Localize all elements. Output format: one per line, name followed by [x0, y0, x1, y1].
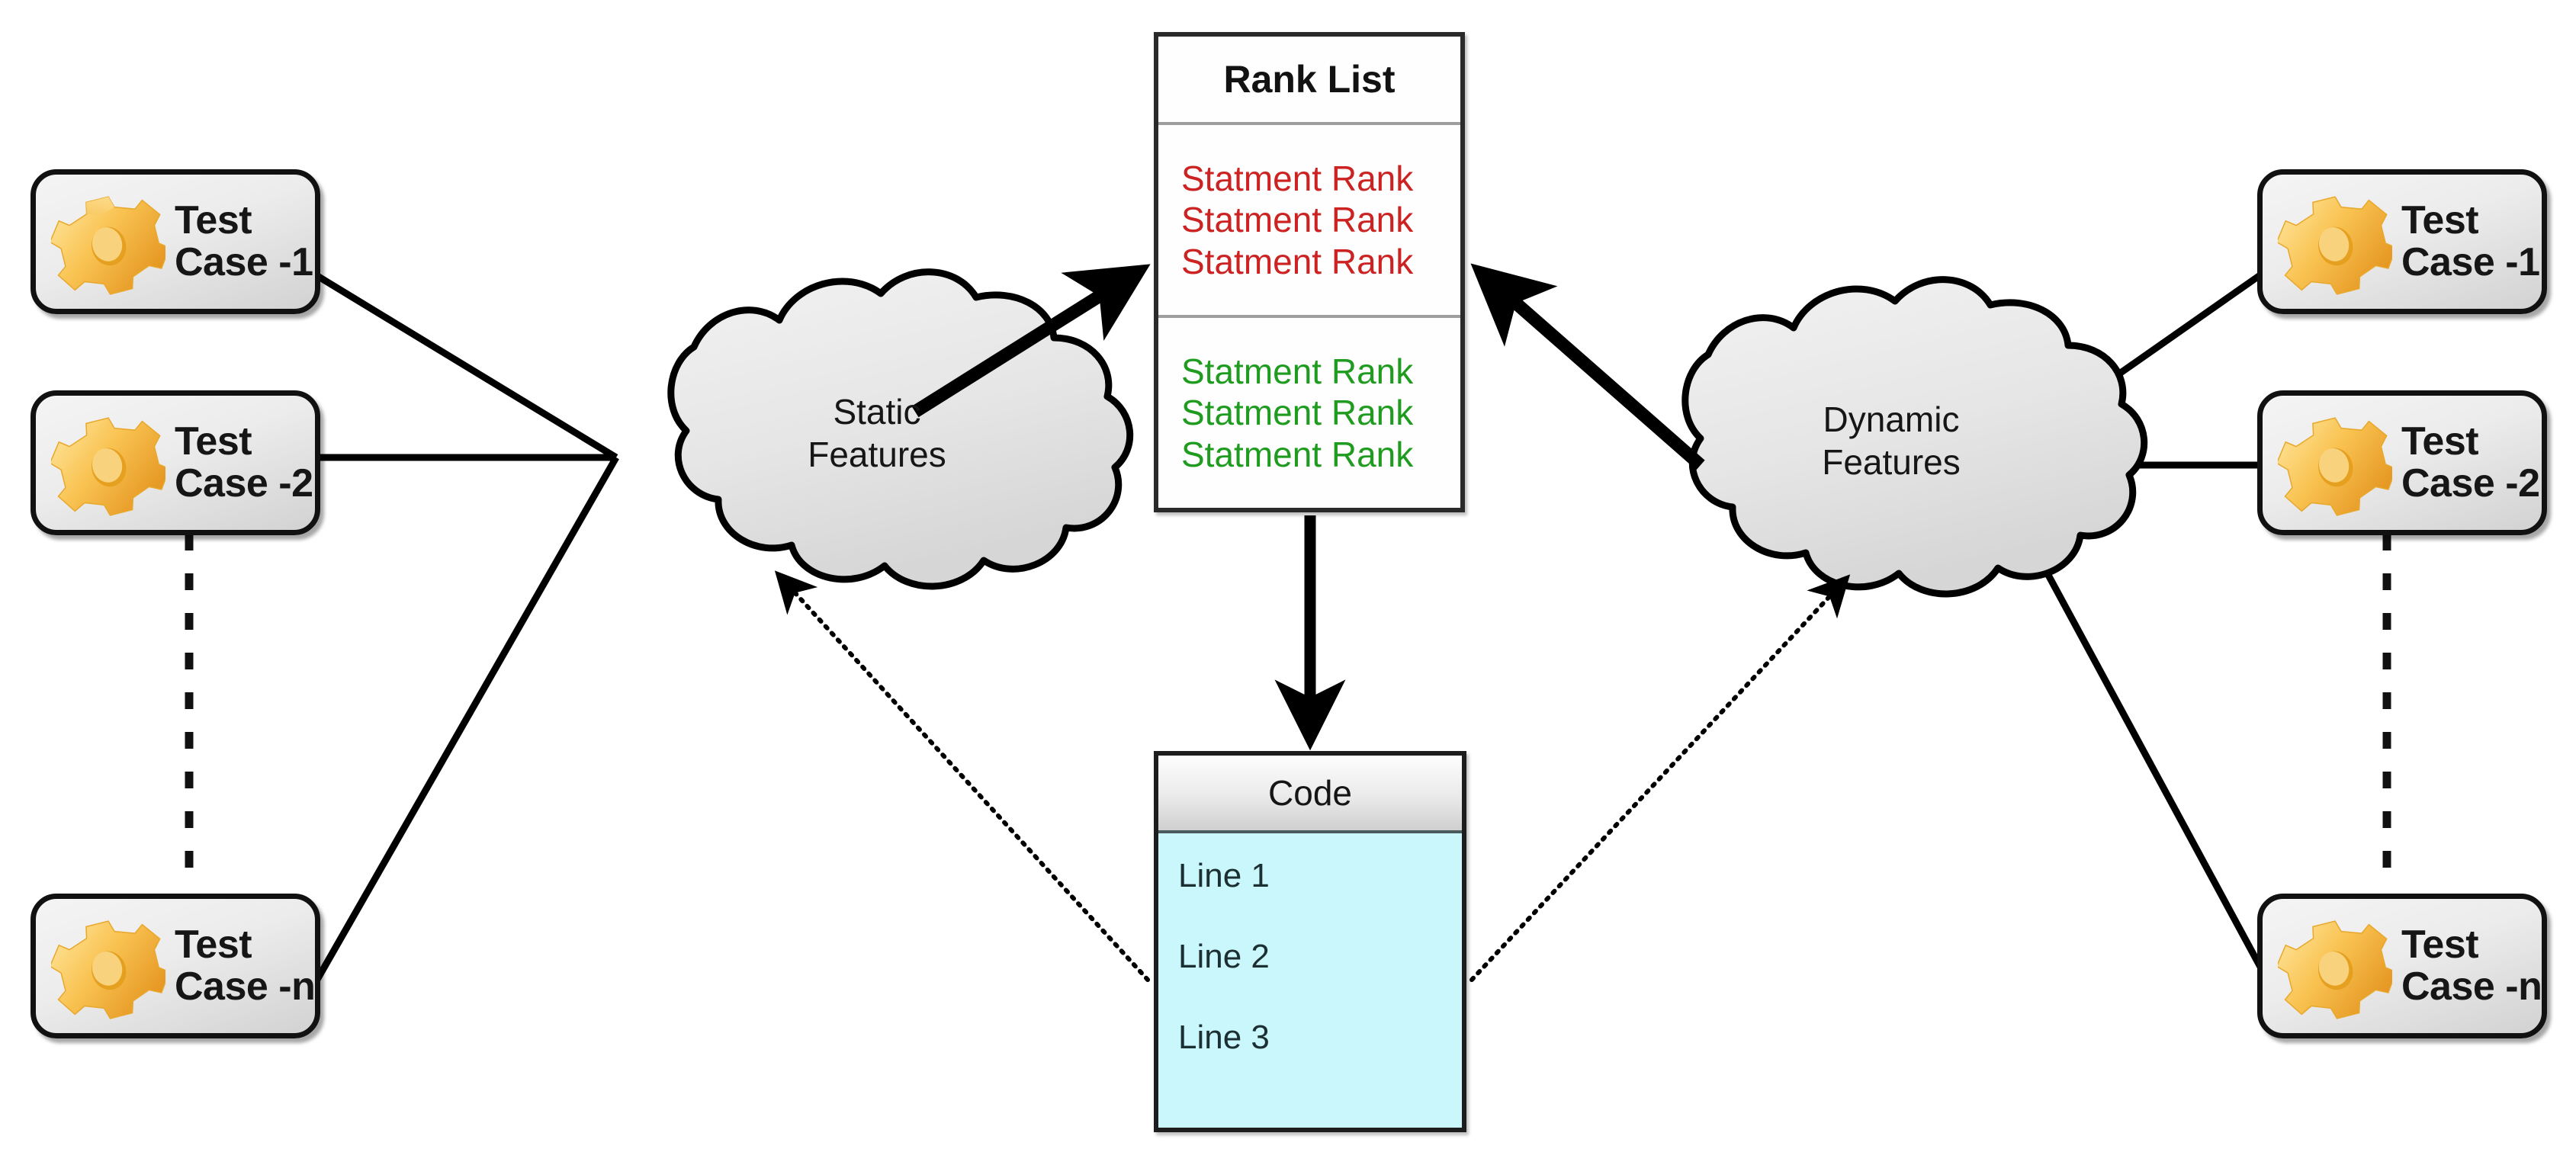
- tc-line2: Case -2: [2401, 461, 2540, 505]
- gear-icon: [51, 417, 165, 516]
- left-testcase-connectors: [312, 271, 619, 986]
- left-test-case-2-label: Test Case -2: [165, 419, 313, 505]
- left-test-case-1-label: Test Case -1: [165, 197, 313, 284]
- gear-icon: [51, 196, 165, 295]
- left-test-case-n[interactable]: Test Case -n: [31, 894, 320, 1038]
- left-test-case-2[interactable]: Test Case -2: [31, 390, 320, 535]
- tc-line1: Test: [2401, 922, 2479, 967]
- tc-line2: Case -n: [175, 964, 316, 1009]
- code-panel[interactable]: Code Line 1 Line 2 Line 3: [1154, 751, 1466, 1132]
- tc-line2: Case -1: [2401, 240, 2540, 284]
- connector-left-tcn-to-static: [312, 455, 619, 986]
- code-line[interactable]: Line 2: [1178, 938, 1270, 975]
- gear-icon: [2278, 196, 2392, 295]
- arrow-dynamic-to-rank-list: [1470, 263, 1705, 470]
- rank-entry-failing[interactable]: Statment Rank: [1181, 200, 1414, 240]
- tc-line1: Test: [175, 197, 252, 242]
- tc-line1: Test: [175, 419, 252, 464]
- rank-entry-passing[interactable]: Statment Rank: [1181, 434, 1414, 474]
- gear-icon: [2278, 920, 2392, 1019]
- gear-icon: [51, 920, 165, 1019]
- tc-line2: Case -2: [175, 461, 313, 505]
- right-test-case-n-label: Test Case -n: [2392, 922, 2542, 1009]
- rank-list-panel[interactable]: Rank List Statment Rank Statment Rank St…: [1154, 32, 1465, 512]
- left-test-case-1[interactable]: Test Case -1: [31, 169, 320, 314]
- tc-line2: Case -1: [175, 240, 313, 284]
- rank-entry-passing[interactable]: Statment Rank: [1181, 393, 1414, 433]
- tc-line1: Test: [2401, 197, 2479, 242]
- rank-entry-failing[interactable]: Statment Rank: [1181, 159, 1414, 199]
- arrow-static-to-rank-list: [911, 264, 1151, 418]
- tc-line2: Case -n: [2401, 964, 2542, 1009]
- code-line[interactable]: Line 3: [1178, 1019, 1270, 1056]
- arrow-code-to-dynamic-dotted: [1469, 574, 1851, 982]
- rank-entry-passing[interactable]: Statment Rank: [1181, 351, 1414, 392]
- right-test-case-1-label: Test Case -1: [2392, 197, 2540, 284]
- rank-list-failing-section: Statment Rank Statment Rank Statment Ran…: [1158, 125, 1460, 318]
- code-line[interactable]: Line 1: [1178, 857, 1270, 894]
- rank-list-passing-section: Statment Rank Statment Rank Statment Ran…: [1158, 318, 1460, 508]
- rank-entry-failing[interactable]: Statment Rank: [1181, 241, 1414, 281]
- right-test-case-n[interactable]: Test Case -n: [2257, 894, 2547, 1038]
- tc-line1: Test: [175, 922, 252, 967]
- right-test-case-2[interactable]: Test Case -2: [2257, 390, 2547, 535]
- code-panel-body: Line 1 Line 2 Line 3: [1158, 833, 1462, 1128]
- arrow-code-to-static-dotted: [774, 570, 1150, 982]
- dynamic-features-cloud: [1681, 276, 2148, 598]
- left-test-case-n-label: Test Case -n: [165, 922, 316, 1009]
- tc-line1: Test: [2401, 419, 2479, 464]
- right-test-case-1[interactable]: Test Case -1: [2257, 169, 2547, 314]
- code-panel-header: Code: [1158, 756, 1462, 833]
- right-test-case-2-label: Test Case -2: [2392, 419, 2540, 505]
- gear-icon: [2278, 417, 2392, 516]
- rank-list-title: Rank List: [1158, 37, 1460, 125]
- connector-left-tc1-to-static: [313, 271, 618, 461]
